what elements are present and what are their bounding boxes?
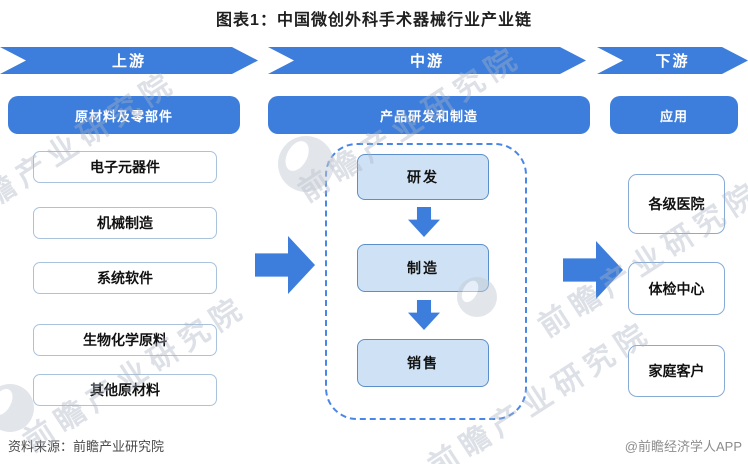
right-arrow-icon — [563, 241, 623, 299]
downstream-item-hospitals: 各级医院 — [628, 174, 725, 234]
column-header-upstream: 原材料及零部件 — [8, 96, 240, 134]
upstream-item-machinery: 机械制造 — [33, 207, 217, 239]
midstream-process-container — [325, 143, 527, 420]
right-arrow-icon — [255, 236, 315, 294]
stage-arrow-downstream: 下游 — [597, 47, 748, 74]
credit-text: @前瞻经济学人APP — [624, 439, 742, 454]
page-title: 图表1：中国微创外科手术器械行业产业链 — [216, 12, 532, 29]
watermark-logo-icon — [0, 384, 34, 432]
source-text: 资料来源：前瞻产业研究院 — [8, 439, 165, 454]
stage-arrow-upstream: 上游 — [0, 47, 258, 74]
stage-arrow-upstream-label: 上游 — [111, 53, 146, 70]
flow-step-manufacturing: 制造 — [357, 244, 489, 292]
flow-step-sales: 销售 — [357, 339, 489, 387]
upstream-item-other-materials: 其他原材料 — [33, 374, 217, 406]
upstream-item-biochemical-materials: 生物化学原料 — [33, 324, 217, 356]
downstream-item-home-customers: 家庭客户 — [628, 345, 725, 397]
flow-step-rd: 研发 — [357, 154, 489, 200]
watermark-text: 前瞻产业研究院 — [17, 290, 254, 459]
upstream-item-system-software: 系统软件 — [33, 262, 217, 294]
column-header-downstream: 应用 — [610, 96, 738, 134]
stage-arrow-midstream: 中游 — [268, 47, 586, 74]
stage-arrow-downstream-label: 下游 — [655, 53, 690, 70]
stage-arrow-midstream-label: 中游 — [409, 53, 444, 70]
column-header-midstream: 产品研发和制造 — [268, 96, 590, 134]
downstream-item-checkup-centers: 体检中心 — [628, 262, 725, 315]
upstream-item-electronic-components: 电子元器件 — [33, 151, 217, 183]
